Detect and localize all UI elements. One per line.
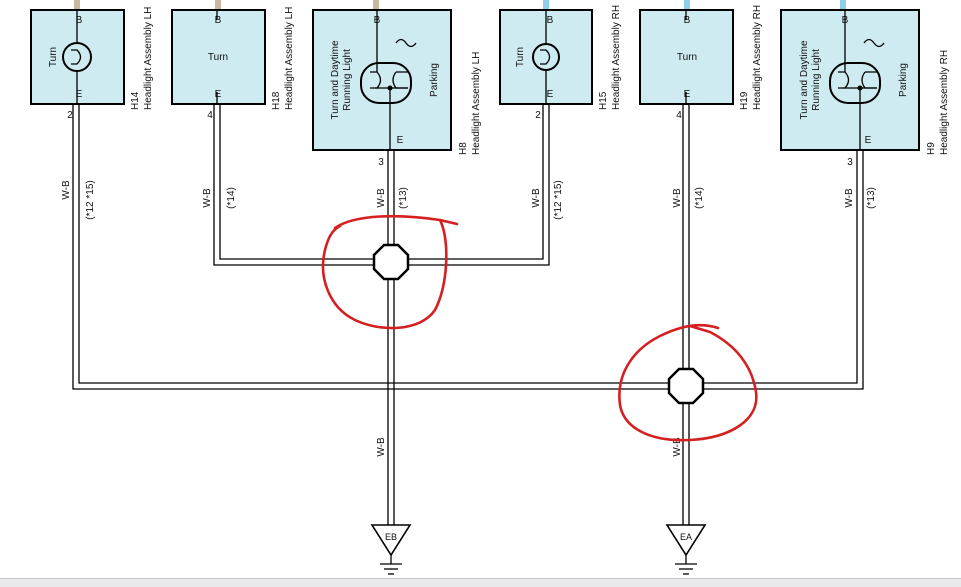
pin-b-label: B [684, 15, 691, 26]
top-connector-stubs [74, 0, 846, 10]
ground-icon [380, 555, 402, 575]
splice-point-left [372, 243, 410, 281]
bottom-scroll-strip [0, 578, 961, 587]
wire-color-label: W-B [531, 188, 542, 208]
stub-h19 [684, 0, 690, 10]
component-code: H19 [739, 91, 750, 110]
pin-number: 2 [67, 110, 73, 121]
component-name: Headlight Assembly LH [143, 7, 154, 110]
stub-h14 [74, 0, 80, 10]
ground-wire-color-eb: W-B [376, 437, 387, 457]
wire-color-label: W-B [672, 188, 683, 208]
function-label-line2: Running Light [342, 49, 353, 111]
wire-h8-eb [387, 150, 395, 528]
variant-note: (*12 *15) [85, 180, 96, 219]
ground-triangle-icon [370, 524, 412, 557]
component-name: Headlight Assembly RH [752, 5, 763, 110]
pin-number: 2 [535, 110, 541, 121]
bulb-icon [532, 10, 560, 104]
splice-point-right [667, 367, 705, 405]
component-h9: B E Turn and Daytime Running Light Parki… [780, 9, 950, 209]
pin-number: 4 [676, 110, 682, 121]
component-code: H9 [926, 142, 937, 155]
function-label: Turn [208, 52, 228, 63]
ground-label: EB [385, 532, 397, 542]
variant-note: (*14) [226, 187, 237, 209]
variant-note: (*12 *15) [553, 180, 564, 219]
bulb-icon [62, 10, 92, 104]
ground-wire-color-ea: W-B [672, 437, 683, 457]
pin-e-label: E [397, 135, 404, 146]
stub-h9 [840, 0, 846, 10]
pin-number: 3 [847, 157, 853, 168]
component-code: H14 [130, 91, 141, 110]
component-h8: B E Turn and Daytime Running Light Parki… [312, 9, 482, 209]
function-label-right: Parking [429, 63, 440, 97]
ground-icon [675, 555, 697, 575]
pin-b-label: B [76, 15, 83, 26]
pin-e-label: E [865, 135, 872, 146]
ground-eb: EB [370, 524, 412, 575]
dual-filament-bulb-icon [829, 10, 885, 150]
stub-h18 [215, 0, 221, 10]
pin-e-label: E [684, 89, 691, 100]
wire-h19-ea [682, 104, 690, 528]
red-circle-left-splice [321, 214, 459, 330]
wire-h14-h9-loop [72, 104, 864, 390]
component-name: Headlight Assembly RH [939, 50, 950, 155]
pin-b-label: B [547, 15, 554, 26]
variant-note: (*14) [694, 187, 705, 209]
pin-e-label: E [76, 89, 83, 100]
wires [72, 104, 864, 528]
wire-color-label: W-B [61, 180, 72, 200]
function-label-line2: Running Light [811, 49, 822, 111]
component-name: Headlight Assembly LH [284, 7, 295, 110]
stub-h8 [373, 0, 379, 10]
component-h18: B E Turn 4 H18 Headlight Assembly LH W-B… [171, 7, 295, 209]
variant-note: (*13) [398, 187, 409, 209]
pin-e-label: E [547, 89, 554, 100]
red-circle-right-splice [618, 323, 758, 442]
component-code: H8 [458, 142, 469, 155]
pin-number: 4 [207, 110, 213, 121]
wire-color-label: W-B [376, 188, 387, 208]
component-code: H15 [598, 91, 609, 110]
function-label: Turn [515, 47, 526, 67]
dual-filament-bulb-icon [360, 10, 417, 150]
function-label-right: Parking [898, 63, 909, 97]
pin-e-label: E [215, 89, 222, 100]
ground-label: EA [680, 532, 692, 542]
function-label-line1: Turn and Daytime [330, 40, 341, 120]
ground-ea: EA [665, 524, 707, 575]
component-name: Headlight Assembly RH [611, 5, 622, 110]
wire-color-label: W-B [844, 188, 855, 208]
component-code: H18 [271, 91, 282, 110]
ground-triangle-icon [665, 524, 707, 557]
pin-number: 3 [378, 157, 384, 168]
stub-h15 [543, 0, 549, 10]
variant-note: (*13) [866, 187, 877, 209]
function-label-line1: Turn and Daytime [799, 40, 810, 120]
pin-b-label: B [215, 15, 222, 26]
function-label: Turn [48, 47, 59, 67]
component-h14: B E Turn 2 H14 Headlight Assembly LH W-B… [30, 7, 154, 220]
function-label: Turn [677, 52, 697, 63]
component-h15: B E Turn 2 H15 Headlight Assembly RH W-B… [499, 5, 622, 220]
wire-color-label: W-B [202, 188, 213, 208]
component-h19: B E Turn 4 H19 Headlight Assembly RH W-B… [639, 5, 763, 209]
component-name: Headlight Assembly LH [471, 52, 482, 155]
